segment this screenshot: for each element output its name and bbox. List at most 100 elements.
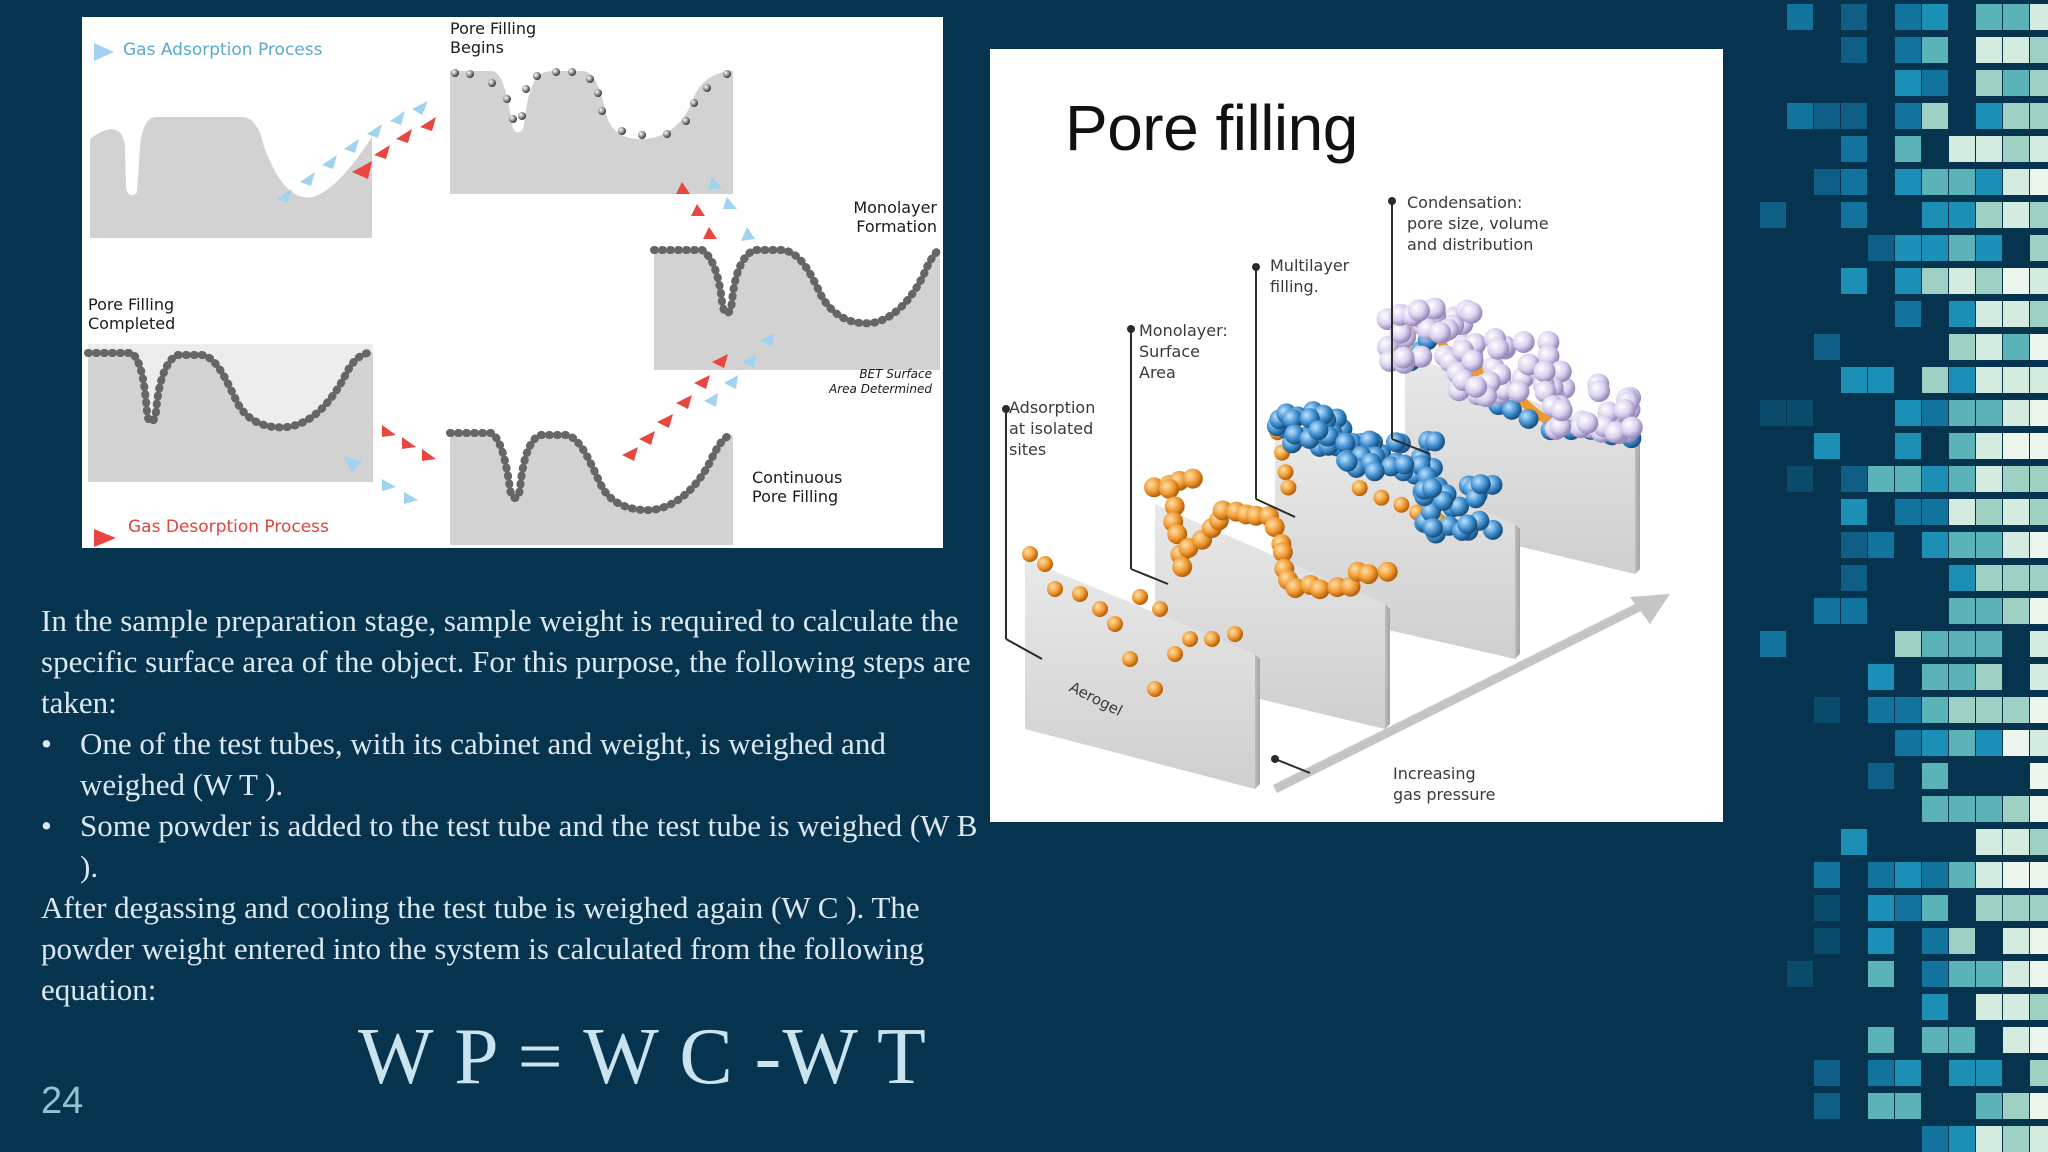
mosaic-tile: [2030, 202, 2048, 228]
mosaic-tile: [1895, 466, 1921, 492]
mosaic-tile: [1976, 994, 2002, 1020]
mosaic-tile: [1949, 301, 1975, 327]
label-adsorption-isolated-sites: Adsorption at isolated sites: [1009, 398, 1096, 459]
label-monolayer-surface-area: Monolayer: Surface Area: [1139, 321, 1228, 382]
molecule: [1377, 561, 1398, 582]
molecule: [1613, 398, 1636, 421]
mosaic-tile: [1868, 235, 1894, 261]
mosaic-tile: [2030, 862, 2048, 888]
mosaic-tile: [1895, 730, 1921, 756]
pore-filling-title: Pore filling: [1065, 92, 1358, 164]
molecule: [1512, 330, 1535, 353]
molecule: [1407, 299, 1430, 322]
molecule: [1588, 380, 1611, 403]
mosaic-tile: [1976, 631, 2002, 657]
mosaic-tile: [1949, 367, 1975, 393]
mosaic-tile: [1868, 664, 1894, 690]
mosaic-tile: [1949, 1027, 1975, 1053]
mosaic-tile: [1976, 1093, 2002, 1119]
molecule: [1389, 321, 1412, 344]
molecule: [1507, 380, 1530, 403]
mosaic-tile: [1949, 796, 1975, 822]
molecule: [1465, 375, 1488, 398]
mosaic-tile: [1922, 103, 1948, 129]
mosaic-tile: [2030, 730, 2048, 756]
molecule: [1167, 524, 1188, 545]
molecule: [1337, 451, 1358, 472]
mosaic-tile: [1868, 367, 1894, 393]
molecule: [1501, 399, 1522, 420]
mosaic-tile: [1895, 400, 1921, 426]
mosaic-tile: [1895, 697, 1921, 723]
mosaic-tile: [1814, 697, 1840, 723]
mosaic-tile: [2003, 829, 2029, 855]
mosaic-tile: [1922, 664, 1948, 690]
mosaic-tile: [2003, 532, 2029, 558]
mosaic-tile: [1922, 466, 1948, 492]
bullet-text: One of the test tubes, with its cabinet …: [80, 726, 886, 802]
mosaic-tile: [1922, 994, 1948, 1020]
body-text: In the sample preparation stage, sample …: [41, 600, 981, 1010]
mosaic-tile: [2030, 1060, 2048, 1086]
mosaic-tile: [1895, 301, 1921, 327]
molecule: [1037, 556, 1053, 572]
mosaic-tile: [1895, 862, 1921, 888]
bullet-text: Some powder is added to the test tube an…: [80, 808, 978, 884]
mosaic-tile: [2003, 862, 2029, 888]
page-number: 24: [41, 1080, 84, 1122]
mosaic-tile: [1976, 202, 2002, 228]
slab-aerogel: [1025, 559, 1260, 789]
mosaic-tile: [1976, 895, 2002, 921]
mosaic-tile: [2003, 70, 2029, 96]
molecule: [1167, 646, 1183, 662]
mosaic-tile: [1949, 862, 1975, 888]
molecule: [1460, 301, 1483, 324]
mosaic-tile: [1922, 367, 1948, 393]
mosaic-tile: [1868, 466, 1894, 492]
mosaic-tile: [2003, 367, 2029, 393]
mosaic-tile: [2030, 1126, 2048, 1152]
mosaic-tile: [1976, 1060, 2002, 1086]
mosaic-tile: [1895, 103, 1921, 129]
molecule: [1282, 408, 1303, 429]
mosaic-tile: [1841, 598, 1867, 624]
label-pore-filling-begins: Pore Filling Begins: [450, 19, 537, 57]
molecule: [1410, 345, 1433, 368]
mosaic-tile: [1976, 664, 2002, 690]
mosaic-tile: [1976, 829, 2002, 855]
mosaic-tile: [1976, 961, 2002, 987]
mosaic-tile: [2030, 796, 2048, 822]
mosaic-tile: [1895, 4, 1921, 30]
mosaic-tile: [1814, 433, 1840, 459]
mosaic-tile: [2030, 598, 2048, 624]
mosaic-tile: [2030, 961, 2048, 987]
mosaic-tile: [1976, 4, 2002, 30]
molecule: [1423, 297, 1446, 320]
mosaic-tile: [2003, 4, 2029, 30]
molecule: [1385, 432, 1406, 453]
mosaic-tile: [1976, 1126, 2002, 1152]
mosaic-tile: [1922, 400, 1948, 426]
molecule: [1022, 546, 1038, 562]
mosaic-tile: [2003, 1093, 2029, 1119]
mosaic-tile: [1760, 202, 1786, 228]
label-pore-filling-completed: Pore Filling Completed: [88, 295, 176, 333]
mosaic-tile: [1949, 136, 1975, 162]
mosaic-tile: [1922, 763, 1948, 789]
mosaic-tile: [1814, 334, 1840, 360]
mosaic-tile: [2003, 994, 2029, 1020]
mosaic-tile: [2003, 730, 2029, 756]
mosaic-tile: [2030, 697, 2048, 723]
mosaic-tile: [1922, 928, 1948, 954]
mosaic-tile: [2030, 103, 2048, 129]
adsorption-process-diagram: Gas Adsorption Process Gas Desorption Pr…: [82, 17, 943, 548]
mosaic-tile: [1814, 1093, 1840, 1119]
molecule: [1264, 517, 1285, 538]
mosaic-tile: [2003, 433, 2029, 459]
mosaic-tile: [1949, 433, 1975, 459]
mosaic-tile: [1949, 400, 1975, 426]
mosaic-tile: [1760, 631, 1786, 657]
pressure-arrow: [1272, 599, 1648, 794]
mosaic-tile: [2003, 697, 2029, 723]
mosaic-tile: [2030, 301, 2048, 327]
